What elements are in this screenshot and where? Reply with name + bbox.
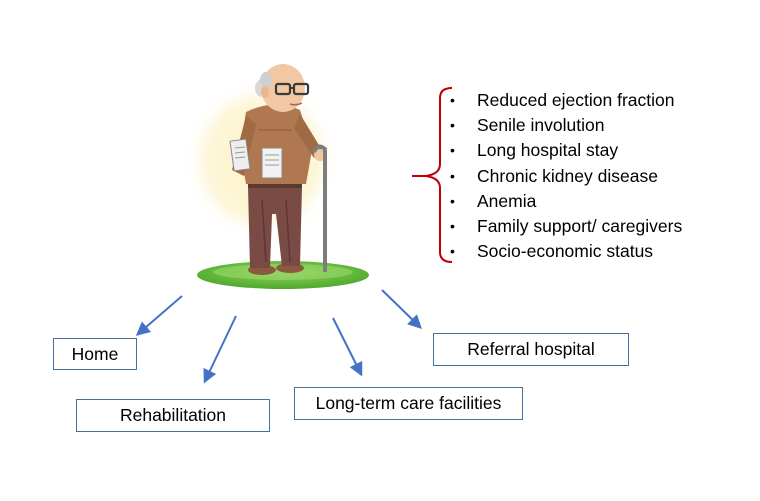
factor-label: Senile involution (477, 115, 605, 136)
factor-label: Reduced ejection fraction (477, 90, 675, 110)
long-term-care-label: Long-term care facilities (315, 393, 502, 413)
referral-hospital-label: Referral hospital (467, 339, 595, 359)
newspaper-right (261, 147, 283, 179)
risk-factor-list: • Reduced ejection fraction • Senile invol… (448, 88, 682, 264)
home-box: Home (53, 338, 137, 370)
sweater (240, 104, 312, 184)
arrow-referral-hospital (381, 289, 423, 329)
bullet-icon: • (450, 167, 455, 184)
factor-label: Long hospital stay (477, 140, 619, 161)
home-label: Home (71, 343, 119, 364)
factor-item: • Reduced ejection fraction (448, 88, 682, 113)
factor-label: Chronic kidney disease (477, 165, 658, 186)
referral-hospital-box: Referral hospital (433, 333, 629, 366)
factor-item: • Family support/ caregivers (448, 214, 682, 239)
bullet-icon: • (450, 142, 455, 159)
arrow-home (135, 295, 183, 336)
factor-item: • Long hospital stay (448, 138, 682, 163)
factor-label: Family support/ caregivers (477, 215, 683, 236)
head (261, 64, 305, 112)
ear (261, 86, 269, 98)
long-term-care-box: Long-term care facilities (294, 387, 523, 420)
elderly-man-illustration (184, 64, 369, 289)
bullet-icon: • (450, 192, 455, 209)
rehabilitation-label: Rehabilitation (119, 405, 227, 425)
arrow-rehabilitation (203, 315, 237, 384)
factor-label: Socio-economic status (477, 241, 654, 262)
bullet-icon: • (450, 217, 455, 234)
bullet-icon: • (450, 243, 455, 260)
brace-icon (412, 87, 453, 263)
newspaper-left (229, 138, 251, 172)
factor-item: • Senile involution (448, 113, 682, 138)
factor-item: • Anemia (448, 189, 682, 214)
bullet-icon: • (450, 117, 455, 134)
rehabilitation-box: Rehabilitation (76, 399, 270, 432)
factor-item: • Chronic kidney disease (448, 164, 682, 189)
factor-label: Anemia (477, 190, 537, 211)
glasses-icon (274, 82, 310, 96)
arrow-long-term-care (332, 317, 363, 377)
factor-item: • Socio-economic status (448, 239, 682, 264)
bullet-icon: • (450, 92, 455, 108)
